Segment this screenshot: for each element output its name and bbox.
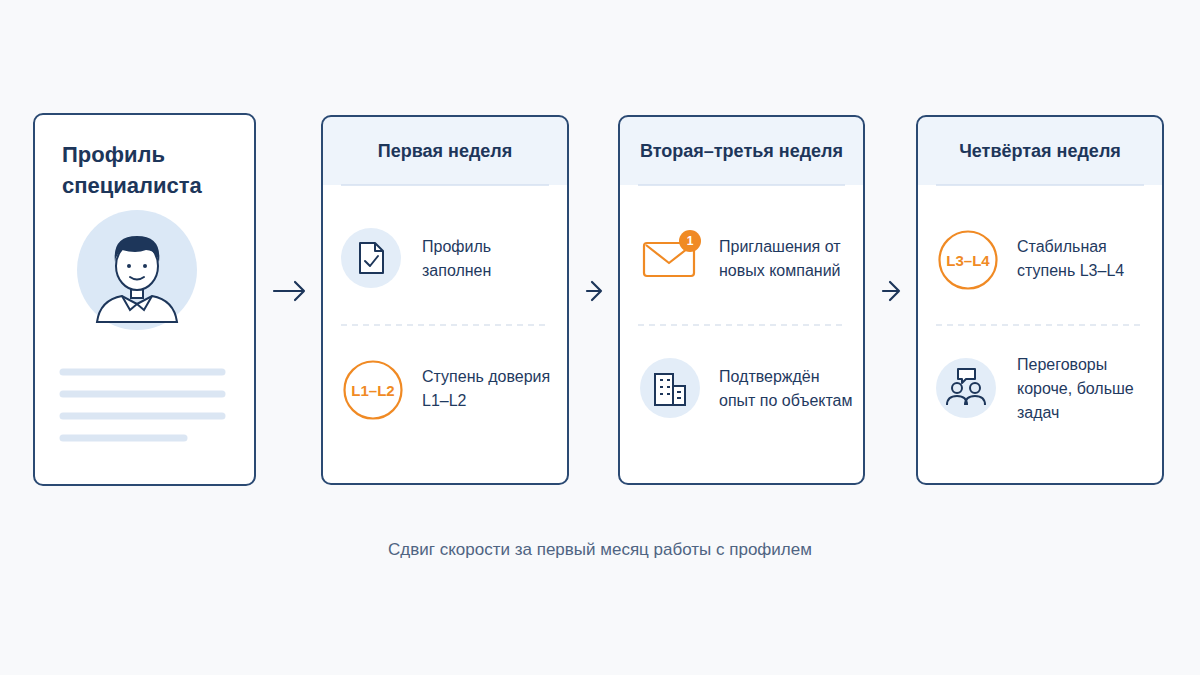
icon-grounds (341, 228, 996, 418)
level-label: L1–L2 (351, 382, 394, 399)
text-placeholder-lines (63, 372, 222, 438)
milestone-text: Ступень доверия L1–L2 (422, 365, 560, 413)
level-label: L3–L4 (946, 252, 989, 269)
arrow-line (274, 282, 304, 300)
milestone-text: Приглашения от новых компаний (719, 235, 856, 283)
card-fill (33, 113, 256, 486)
badge-number: 1 (687, 234, 694, 248)
panel-fills (321, 115, 1164, 485)
panel-heading: Четвёртая неделя (918, 141, 1162, 162)
milestone-text: Стабильная ступень L3–L4 (1017, 235, 1155, 283)
flow-arrow (587, 282, 601, 300)
panel-heading: Первая неделя (323, 141, 567, 162)
week-panel: Четвёртая неделяСтабильная ступень L3–L4… (916, 115, 1164, 485)
week-panel: Вторая–третья неделяПриглашения от новых… (618, 115, 865, 485)
flow-arrow (274, 282, 304, 300)
panel-heading: Вторая–третья неделя (620, 141, 863, 162)
document-icon (360, 243, 383, 273)
level-circle: L3–L4 (938, 230, 998, 290)
milestone-text: Переговоры короче, больше задач (1017, 353, 1155, 425)
flow-arrow (883, 282, 899, 300)
caption: Сдвиг скорости за первый месяц работы с … (0, 540, 1200, 560)
arrow-line (587, 282, 601, 300)
profile-card: Профиль специалиста (33, 113, 256, 486)
people-icon (947, 369, 985, 405)
week-panel: Первая неделяПрофиль заполненСтупень дов… (321, 115, 569, 485)
milestone-text: Профиль заполнен (422, 235, 560, 283)
building-icon (655, 374, 685, 405)
count-badge: 1 (679, 230, 701, 252)
milestone-text: Подтверждён опыт по объектам (719, 365, 856, 413)
card-title: Профиль специалиста (62, 139, 242, 201)
arrow-line (883, 282, 899, 300)
level-circle: L1–L2 (343, 360, 403, 420)
avatar (77, 210, 197, 330)
